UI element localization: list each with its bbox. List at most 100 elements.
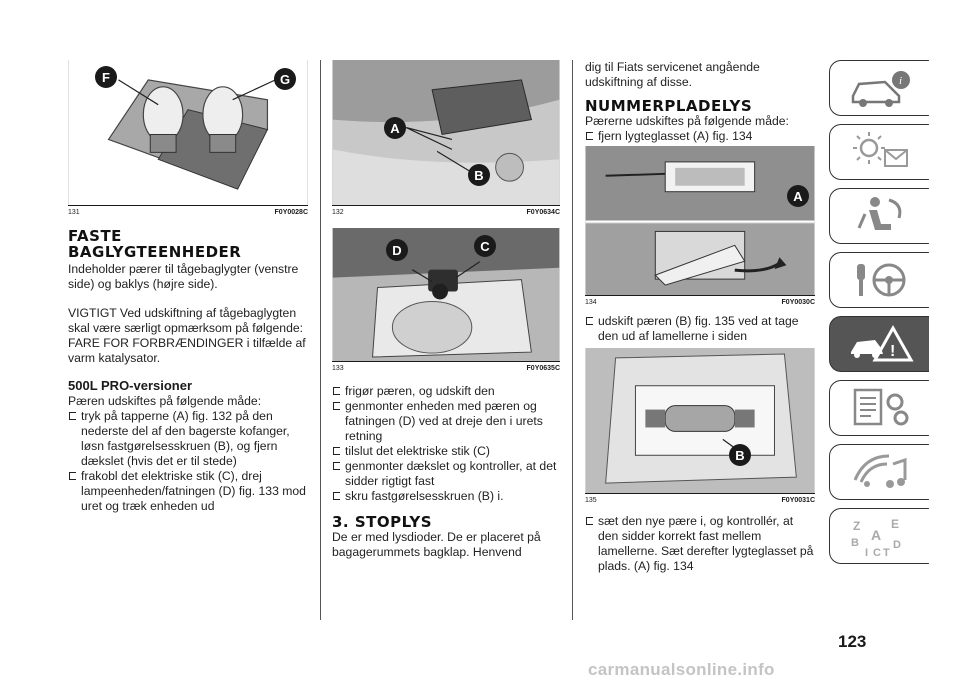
figure-132-caption: 132 F0Y0634C [332, 209, 560, 216]
maintenance-icon [853, 388, 908, 426]
list-item: frigør pæren, og udskift den [332, 384, 560, 399]
list-item: tilslut det elektriske stik (C) [332, 444, 560, 459]
list-item: udskift pæren (B) fig. 135 ved at tage d… [585, 314, 815, 344]
tab-car-info[interactable]: i [829, 60, 929, 116]
figure-number: 135 [585, 497, 597, 504]
svg-text:E: E [891, 517, 899, 531]
car-info-icon: i [851, 71, 910, 107]
tab-multimedia[interactable] [829, 444, 929, 500]
list-item: genmonter dækslet og kontroller, at det … [332, 459, 560, 489]
lamp-connector-illustration [332, 228, 560, 361]
callout-a: A [787, 185, 809, 207]
bullet-marker-icon [333, 387, 340, 395]
tab-warning-lights[interactable] [829, 124, 929, 180]
figure-135: B [585, 348, 815, 494]
list-item: skru fastgørelsesskruen (B) i. [332, 489, 560, 504]
airbag-seat-icon [857, 197, 901, 230]
column-1: F G 131 F0Y0028C FASTE BAGLYGTEENHEDER I… [68, 60, 308, 514]
tab-emergency[interactable]: ! [829, 316, 929, 372]
tab-maintenance[interactable] [829, 380, 929, 436]
bumper-underside-illustration [332, 60, 560, 205]
svg-text:B: B [851, 537, 859, 549]
bullet-marker-icon [333, 402, 340, 410]
bullet-marker-icon [586, 132, 593, 140]
list-item: genmonter enheden med pæren og fatningen… [332, 399, 560, 444]
list-item: frakobl det elektriske stik (C), drej la… [68, 469, 308, 514]
figure-131-caption: 131 F0Y0028C [68, 209, 308, 216]
intro-text: Indeholder pærer til tågebaglygter (vens… [68, 262, 299, 291]
figure-code: F0Y0634C [526, 209, 560, 216]
list-item-text: genmonter enheden med pæren og fatningen… [345, 399, 543, 443]
bulb-holder-illustration [68, 60, 308, 205]
bullet-marker-icon [333, 492, 340, 500]
heading-line-2: BAGLYGTEENHEDER [68, 243, 242, 261]
steering-key-icon [856, 263, 905, 297]
figure-code: F0Y0031C [781, 497, 815, 504]
svg-text:!: ! [890, 343, 895, 360]
list-item-text: frakobl det elektriske stik (C), drej la… [81, 469, 306, 513]
figure-number: 133 [332, 365, 344, 372]
list-item-text: udskift pæren (B) fig. 135 ved at tage d… [598, 314, 799, 343]
callout-f: F [95, 66, 117, 88]
column-2: A B 132 F0Y0634C D C 133 F0Y0635C frigør… [332, 60, 560, 560]
svg-text:C: C [873, 547, 881, 558]
figure-134: A [585, 146, 815, 296]
figure-number: 132 [332, 209, 344, 216]
list-item: sæt den nye pære i, og kontrollér, at de… [585, 514, 815, 574]
figure-code: F0Y0028C [274, 209, 308, 216]
tab-starting-driving[interactable] [829, 252, 929, 308]
bullet-marker-icon [586, 317, 593, 325]
figure-code: F0Y0635C [526, 365, 560, 372]
subheading: 500L PRO-versioner [68, 378, 193, 393]
bullet-marker-icon [586, 517, 593, 525]
callout-c: C [474, 235, 496, 257]
chapter-tabs: i ! [829, 60, 929, 572]
bullet-marker-icon [69, 412, 76, 420]
column-divider-2 [572, 60, 573, 620]
list-item-text: skru fastgørelsesskruen (B) i. [345, 489, 504, 503]
callout-b: B [729, 444, 751, 466]
license-plate-lens-illustration [585, 146, 815, 295]
column-divider-1 [320, 60, 321, 620]
list-item-text: frigør pæren, og udskift den [345, 384, 495, 398]
figure-code: F0Y0030C [781, 299, 815, 306]
bullet-marker-icon [69, 472, 76, 480]
list-item-text: tilslut det elektriske stik (C) [345, 444, 490, 458]
figure-131: F G [68, 60, 308, 206]
bullet-marker-icon [333, 447, 340, 455]
list-item-text: fjern lygteglasset (A) fig. 134 [598, 129, 753, 143]
callout-a: A [384, 117, 406, 139]
callout-d: D [386, 239, 408, 261]
figure-132: A B [332, 60, 560, 206]
warning-light-icon [852, 132, 908, 167]
section-heading: NUMMERPLADELYS [585, 97, 753, 115]
heading-line-1: FASTE [68, 227, 122, 245]
warning-text: VIGTIGT Ved udskiftning af tågebaglygten… [68, 306, 306, 365]
svg-text:T: T [883, 547, 890, 558]
svg-text:I: I [865, 547, 868, 558]
callout-g: G [274, 68, 296, 90]
figure-number: 134 [585, 299, 597, 306]
svg-text:Z: Z [853, 519, 860, 533]
watermark: carmanualsonline.info [588, 660, 775, 679]
list-item-text: sæt den nye pære i, og kontrollér, at de… [598, 514, 814, 573]
figure-134-caption: 134 F0Y0030C [585, 299, 815, 306]
svg-text:A: A [871, 527, 881, 543]
multimedia-icon [853, 454, 906, 488]
intro-text: dig til Fiats servicenet angående udskif… [585, 60, 760, 89]
svg-text:i: i [899, 75, 902, 87]
callout-b: B [468, 164, 490, 186]
svg-text:D: D [893, 539, 901, 551]
sub-intro-text: Pærerne udskiftes på følgende måde: [585, 114, 789, 128]
emergency-triangle-icon: ! [850, 324, 914, 362]
tab-safety[interactable] [829, 188, 929, 244]
list-item-text: tryk på tapperne (A) fig. 132 på den ned… [81, 409, 290, 468]
section-heading: 3. STOPLYS [332, 513, 433, 531]
figure-133: D C [332, 228, 560, 362]
bullet-marker-icon [333, 462, 340, 470]
list-item: fjern lygteglasset (A) fig. 134 [585, 129, 815, 144]
bulb-removal-illustration [585, 348, 815, 493]
figure-133-caption: 133 F0Y0635C [332, 365, 560, 372]
